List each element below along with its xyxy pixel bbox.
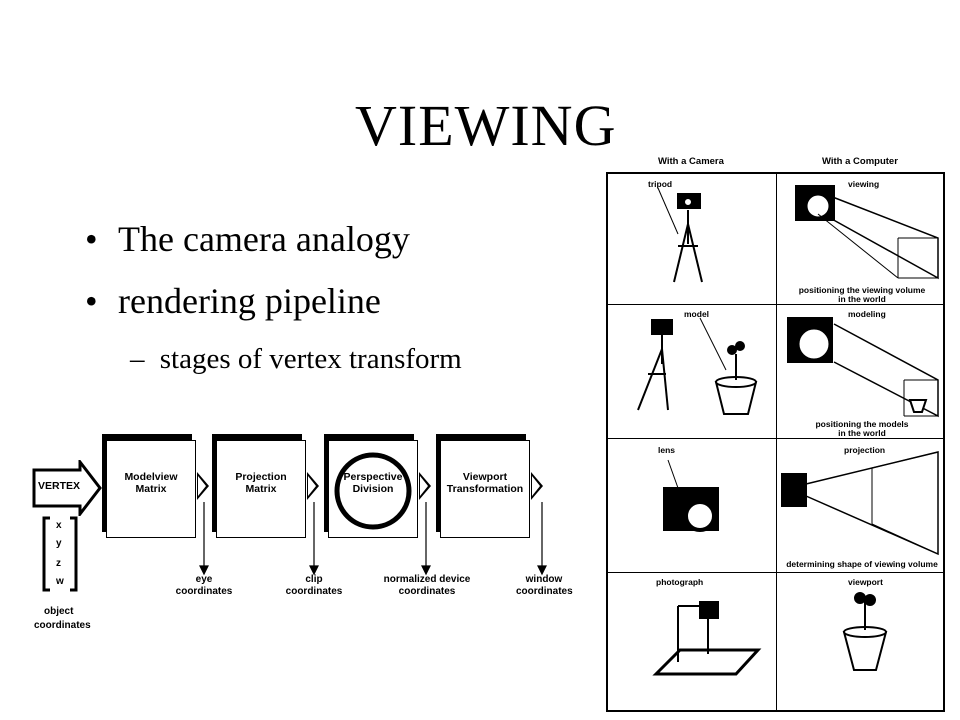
bullet-dot: • (85, 281, 98, 321)
stage-label-line2: Matrix (245, 483, 277, 495)
vertex-pipeline-diagram: VERTEX x y z w object coordinates Modelv… (30, 430, 590, 640)
object-label: object (44, 606, 74, 617)
stage-perspective-division: Perspective Division (328, 440, 418, 538)
sub-bullet-text: stages of vertex transform (159, 343, 462, 375)
bullet-text: The camera analogy (118, 219, 410, 259)
caption-modeling: positioning the models in the world (815, 419, 909, 438)
output-down-arrows (199, 502, 547, 576)
analogy-illustrations (637, 185, 939, 676)
stage-label-line2: Division (352, 483, 394, 495)
stage-modelview: Modelview Matrix (106, 440, 196, 538)
vertex-label: VERTEX (38, 480, 81, 492)
label-photograph: photograph (656, 577, 704, 587)
grid-divider (608, 572, 943, 573)
stage-label-line1: Projection (235, 471, 287, 483)
output-eye-coordinates: eye coordinates (175, 574, 233, 597)
stage-label-line2: Transformation (446, 483, 524, 495)
object-coordinates-label: coordinates (34, 620, 91, 631)
stage-label-line1: Viewport (462, 471, 508, 483)
bullet-rendering-pipeline: • rendering pipeline (85, 280, 381, 322)
component-z: z (56, 558, 61, 569)
stage-output-arrow-inner (532, 476, 540, 496)
output-clip-coordinates: clip coordinates (285, 574, 343, 597)
bullet-text: rendering pipeline (118, 281, 381, 321)
output-window-coordinates: window coordinates (516, 574, 573, 597)
division-circle-icon (334, 452, 412, 530)
slide-title: VIEWING (355, 93, 617, 158)
bullet-dot: • (85, 219, 98, 259)
stage-label-line2: Matrix (135, 483, 167, 495)
sub-bullet-dash: – (130, 343, 145, 375)
component-y: y (56, 538, 62, 549)
grid-divider (608, 304, 943, 305)
stage-output-arrow-inner (308, 476, 316, 496)
sub-bullet: – stages of vertex transform (130, 343, 462, 376)
column-header-computer: With a Computer (822, 156, 898, 167)
stage-viewport: Viewport Transformation (440, 440, 530, 538)
label-model: model (684, 309, 710, 319)
bullet-camera-analogy: • The camera analogy (85, 218, 410, 260)
label-viewport: viewport (848, 577, 883, 587)
label-lens: lens (658, 445, 676, 455)
grid-divider (776, 174, 777, 710)
label-modeling: modeling (848, 309, 886, 319)
output-normalized-device-coordinates: normalized device coordinates (383, 574, 471, 597)
label-tripod: tripod (648, 179, 673, 189)
stage-output-arrow-inner (420, 476, 428, 496)
caption-projection: determining shape of viewing volume (786, 559, 938, 569)
camera-analogy-grid: tripod model lens photograph viewing mod… (606, 172, 945, 712)
column-header-camera: With a Camera (658, 156, 724, 167)
label-viewing: viewing (848, 179, 880, 189)
component-x: x (56, 520, 62, 531)
caption-viewing: positioning the viewing volume in the wo… (798, 285, 926, 304)
stage-label-line1: Perspective (343, 471, 403, 483)
grid-divider (608, 438, 943, 439)
label-projection: projection (844, 445, 886, 455)
vertex-arrow-icon (32, 460, 102, 516)
component-w: w (56, 576, 64, 587)
stage-projection: Projection Matrix (216, 440, 306, 538)
stage-output-arrow-inner (198, 476, 206, 496)
vector-bracket-icon (42, 516, 78, 592)
stage-label-line1: Modelview (124, 471, 178, 483)
